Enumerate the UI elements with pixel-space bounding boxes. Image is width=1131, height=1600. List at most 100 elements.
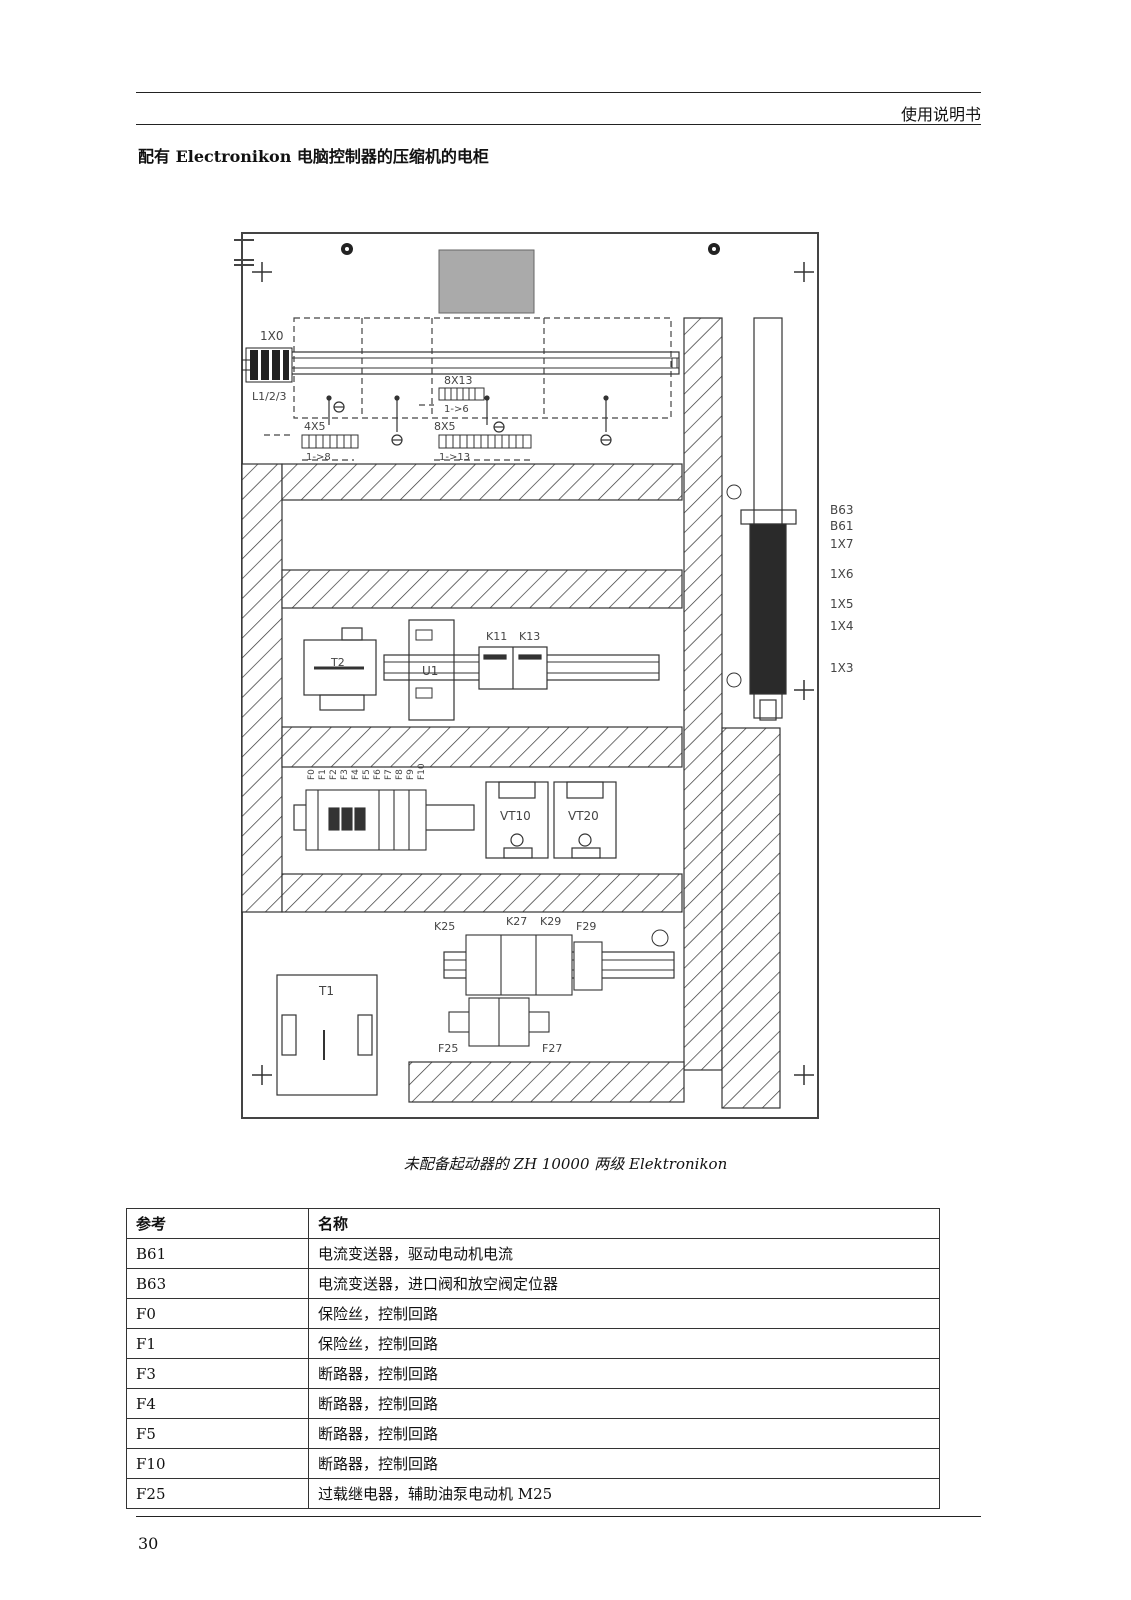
figure-caption: 未配备起动器的 ZH 10000 两级 Elektronikon bbox=[403, 1155, 728, 1173]
label-1x3: 1X3 bbox=[830, 661, 854, 675]
svg-text:F6: F6 bbox=[373, 769, 383, 780]
transformer-t1 bbox=[276, 974, 378, 1096]
label-t1: T1 bbox=[318, 984, 334, 998]
cell-reference: F25 bbox=[126, 1478, 309, 1509]
header-rule-top bbox=[136, 92, 981, 93]
label-k27: K27 bbox=[506, 915, 527, 928]
cell-name: 电流变送器，驱动电动机电流 bbox=[308, 1238, 940, 1269]
svg-text:F0: F0 bbox=[307, 769, 317, 780]
table-header-row: 参考 名称 bbox=[126, 1208, 940, 1239]
label-vt10: VT10 bbox=[500, 809, 531, 823]
label-4x5-range: 1->8 bbox=[306, 452, 331, 463]
cell-name: 保险丝，控制回路 bbox=[308, 1298, 940, 1329]
ground-icon-right-bottom bbox=[726, 672, 742, 688]
overload-relays-f25-f27 bbox=[448, 997, 550, 1047]
cell-name: 保险丝，控制回路 bbox=[308, 1328, 940, 1359]
cell-reference: F4 bbox=[126, 1388, 309, 1419]
cell-name: 断路器，控制回路 bbox=[308, 1388, 940, 1419]
unit-u1 bbox=[408, 619, 455, 721]
cell-name: 电流变送器，进口阀和放空阀定位器 bbox=[308, 1268, 940, 1299]
cell-reference: F3 bbox=[126, 1358, 309, 1389]
svg-text:F2: F2 bbox=[329, 769, 339, 780]
section-title: 配有 Electronikon 电脑控制器的压缩机的电柜 bbox=[138, 147, 489, 166]
label-f27: F27 bbox=[542, 1042, 562, 1055]
label-b63: B63 bbox=[830, 503, 854, 517]
label-1x0: 1X0 bbox=[260, 329, 284, 343]
ground-icons bbox=[326, 395, 612, 446]
label-k13: K13 bbox=[519, 630, 540, 643]
svg-text:F3: F3 bbox=[340, 769, 350, 780]
column-header-reference: 参考 bbox=[126, 1208, 309, 1239]
column-header-name: 名称 bbox=[308, 1208, 940, 1239]
terminal-block-8x13 bbox=[438, 387, 485, 401]
svg-text:F9: F9 bbox=[406, 769, 416, 780]
cell-reference: F0 bbox=[126, 1298, 309, 1329]
cell-reference: F5 bbox=[126, 1418, 309, 1449]
cell-name: 断路器，控制回路 bbox=[308, 1448, 940, 1479]
label-t2: T2 bbox=[330, 656, 345, 669]
label-1x6: 1X6 bbox=[830, 567, 854, 581]
module-vt20 bbox=[553, 781, 617, 859]
label-8x5: 8X5 bbox=[434, 420, 456, 433]
ground-icon-right-top bbox=[726, 484, 742, 500]
label-4x5: 4X5 bbox=[304, 420, 326, 433]
cell-reference: F1 bbox=[126, 1328, 309, 1359]
label-1x5: 1X5 bbox=[830, 597, 854, 611]
svg-text:F8: F8 bbox=[395, 769, 405, 780]
label-k11: K11 bbox=[486, 630, 507, 643]
contactors-k11-k13 bbox=[478, 646, 548, 690]
svg-text:F1: F1 bbox=[318, 769, 328, 780]
ground-icon-bottom bbox=[651, 929, 669, 947]
transformer-t2 bbox=[303, 627, 377, 711]
label-u1: U1 bbox=[422, 664, 438, 678]
label-f25: F25 bbox=[438, 1042, 458, 1055]
cell-name: 断路器，控制回路 bbox=[308, 1418, 940, 1449]
fuse-blocks bbox=[305, 789, 427, 851]
label-8x13: 8X13 bbox=[444, 374, 473, 387]
label-b61: B61 bbox=[830, 519, 854, 533]
page-number: 30 bbox=[138, 1534, 159, 1553]
cell-reference: F10 bbox=[126, 1448, 309, 1479]
module-vt10 bbox=[485, 781, 549, 859]
terminal-strip-1x bbox=[740, 317, 797, 721]
label-k29: K29 bbox=[540, 915, 561, 928]
label-8x13-range: 1->6 bbox=[444, 404, 469, 415]
label-8x5-range: 1->13 bbox=[439, 452, 470, 463]
cell-reference: B63 bbox=[126, 1268, 309, 1299]
cell-name: 过载继电器，辅助油泵电动机 M25 bbox=[308, 1478, 940, 1509]
svg-text:F5: F5 bbox=[362, 769, 372, 780]
mounting-cross-icons bbox=[252, 262, 814, 1085]
header-rule-bottom bbox=[136, 124, 981, 125]
label-1x4: 1X4 bbox=[830, 619, 854, 633]
svg-text:F4: F4 bbox=[351, 769, 361, 780]
fuse-labels: F0 F1 F2 F3 F4 F5 F6 F7 F8 F9 F10 bbox=[307, 763, 427, 780]
label-f29: F29 bbox=[576, 920, 596, 933]
cell-name: 断路器，控制回路 bbox=[308, 1358, 940, 1389]
cell-reference: B61 bbox=[126, 1238, 309, 1269]
svg-text:F7: F7 bbox=[384, 769, 394, 780]
label-1x7: 1X7 bbox=[830, 537, 854, 551]
footer-rule bbox=[136, 1516, 981, 1517]
header-text: 使用说明书 bbox=[900, 105, 981, 124]
cabinet-diagram: 1X0 L1/2/3 8X13 1->6 4X5 1->8 8X5 1->13 bbox=[234, 232, 854, 1119]
label-k25: K25 bbox=[434, 920, 455, 933]
hatched-frame bbox=[241, 317, 781, 1109]
label-l123: L1/2/3 bbox=[252, 390, 287, 403]
mounting-nut-icons bbox=[341, 243, 720, 255]
contactors-k25-k29 bbox=[465, 934, 603, 996]
label-vt20: VT20 bbox=[568, 809, 599, 823]
svg-text:F10: F10 bbox=[417, 763, 427, 780]
top-din-rail bbox=[263, 351, 680, 375]
terminal-block-8x5 bbox=[438, 434, 532, 449]
terminal-block-1x0 bbox=[242, 347, 293, 383]
